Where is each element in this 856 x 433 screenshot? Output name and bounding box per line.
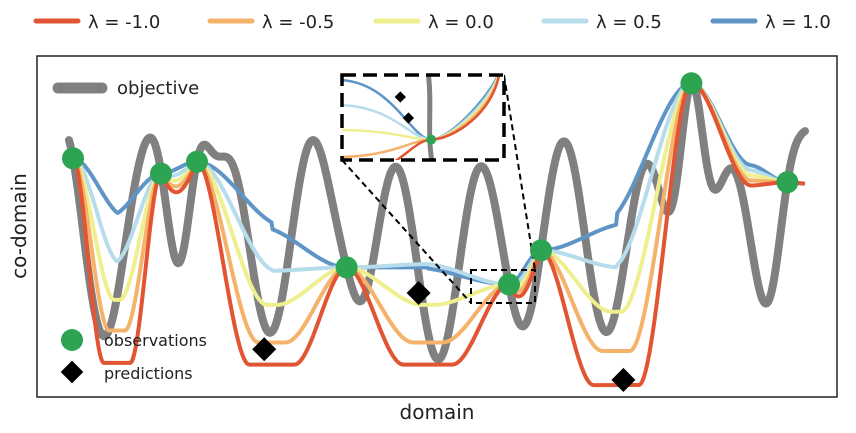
observation-point-3	[335, 256, 358, 279]
observation-point-1	[150, 162, 172, 185]
observation-point-2	[186, 150, 208, 173]
inset-objective-line	[425, 75, 435, 160]
plot-frame	[36, 55, 838, 398]
predictions-legend-label: predictions	[104, 364, 193, 383]
inner-legend: objective observations predictions	[52, 78, 207, 384]
inset-curves	[342, 75, 501, 160]
markers	[62, 72, 799, 392]
series-line-0	[68, 81, 806, 388]
observation-point-6	[680, 72, 703, 95]
legend-label-1: λ = -0.5	[262, 12, 334, 33]
legend-label-2: λ = 0.0	[428, 12, 494, 33]
legend-label-4: λ = 1.0	[765, 12, 831, 33]
observation-point-5	[530, 239, 552, 262]
observation-point-0	[62, 147, 84, 170]
objective-legend-label: objective	[117, 78, 199, 99]
y-axis-label: co-domain	[7, 173, 31, 279]
observations-legend-marker	[61, 329, 83, 351]
legend-label-3: λ = 0.5	[596, 12, 662, 33]
inset-frame	[340, 73, 506, 162]
observation-point-4	[498, 273, 520, 296]
predictions-legend-marker	[60, 360, 84, 384]
zoom-connector-left	[341, 159, 472, 304]
prediction-point-0	[252, 337, 277, 362]
zoom-box	[470, 269, 536, 304]
legend-label-0: λ = -1.0	[88, 12, 160, 33]
prediction-point-2	[611, 367, 636, 392]
observations-legend-label: observations	[104, 331, 207, 350]
zoom-connector-right	[503, 74, 536, 271]
inset	[340, 73, 506, 162]
inset-background	[342, 75, 504, 160]
legend: λ = -1.0 λ = -0.5 λ = 0.0 λ = 0.5 λ = 1.0	[33, 12, 831, 33]
x-axis-label: domain	[400, 400, 475, 424]
observation-point-7	[776, 171, 799, 194]
objective-line	[65, 78, 809, 364]
zoom-indicator	[341, 74, 536, 304]
prediction-point-1	[406, 280, 431, 306]
inset-observation-marker	[426, 134, 437, 145]
